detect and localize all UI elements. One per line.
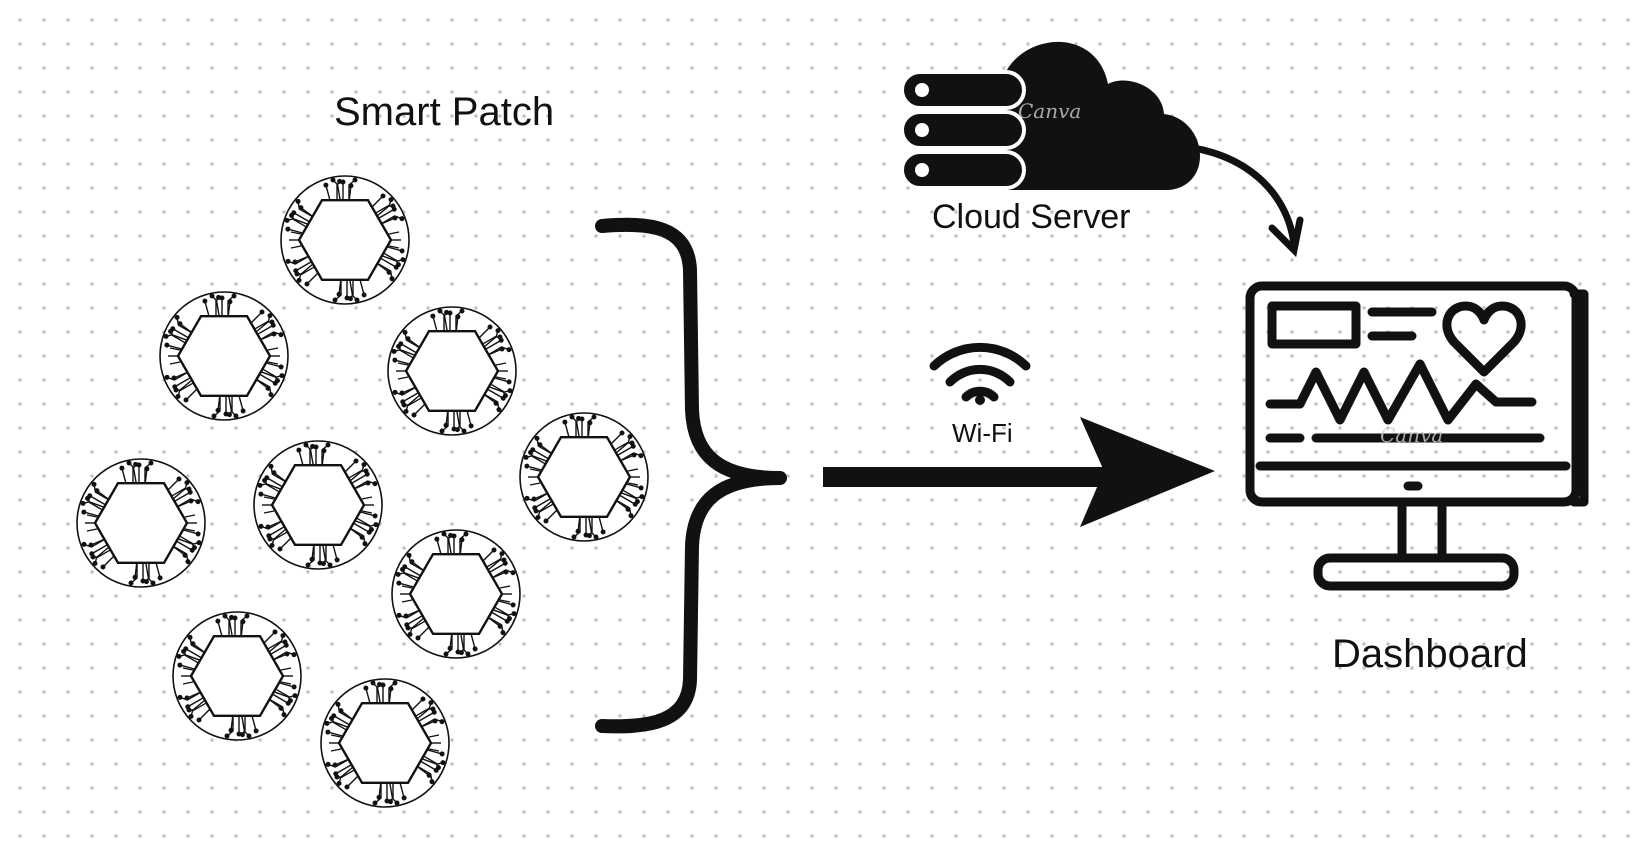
svg-text:Canva: Canva [1380, 423, 1443, 447]
dashboard-label: Dashboard [1332, 632, 1528, 676]
smart-patch-sensor-cluster [62, 164, 664, 819]
dashboard-monitor-icon: Canva [1245, 281, 1589, 591]
sensor-hexagon-icon [505, 401, 664, 553]
cloud-server-label: Cloud Server [932, 198, 1131, 236]
svg-text:Canva: Canva [1018, 99, 1081, 123]
wifi-icon [929, 342, 1031, 405]
smart-patch-label: Smart Patch [334, 90, 555, 134]
sensor-hexagon-icon [158, 600, 317, 752]
sensor-hexagon-icon [266, 164, 425, 316]
sensor-hexagon-icon [239, 429, 398, 581]
sensor-hexagon-icon [62, 447, 221, 599]
grouping-brace [595, 217, 787, 734]
cloud-server-icon: Canva [900, 41, 1200, 190]
data-flow-arrow [823, 417, 1215, 527]
sensor-hexagon-icon [145, 280, 304, 432]
wifi-label: Wi-Fi [952, 418, 1013, 448]
sensor-hexagon-icon [373, 295, 532, 447]
sensor-hexagon-icon [377, 518, 536, 670]
sensor-hexagon-icon [306, 667, 465, 819]
cloud-to-dashboard-arrow [1164, 142, 1304, 258]
